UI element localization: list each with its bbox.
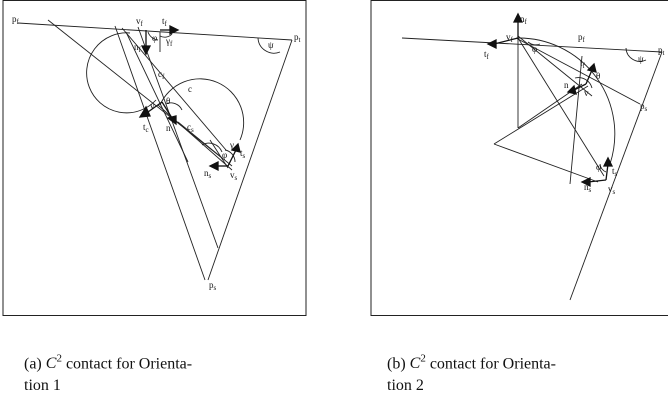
- label-v1: v: [584, 88, 589, 98]
- label-gamma-s: γs: [229, 140, 237, 152]
- label-pf: pf: [578, 32, 586, 44]
- label-gamma-f: γf: [165, 36, 173, 48]
- line-pf-pt: [401, 37, 663, 53]
- label-n1: n: [564, 80, 569, 90]
- caption-b-symbol: C2: [409, 353, 426, 373]
- label-ts: ts: [612, 166, 618, 178]
- caption-a-text: contact for Orienta-: [61, 355, 193, 373]
- line-pt-ps: [569, 51, 663, 301]
- label-cf: cf: [158, 69, 165, 81]
- label-vs: vs: [230, 170, 238, 182]
- label-vf: vf: [136, 16, 144, 28]
- label-theta: θ: [166, 96, 170, 106]
- caption-b: (b) C2 contact for Orienta- tion 2: [387, 348, 657, 397]
- line-pt-ps: [207, 39, 293, 281]
- label-nf: nf: [520, 14, 528, 26]
- label-tc: tc: [143, 122, 149, 134]
- circle-s: [159, 78, 245, 141]
- label-ns: ns: [584, 182, 592, 194]
- label-cs: cs: [187, 122, 194, 134]
- line-pf-pt: [17, 22, 293, 41]
- label-theta: θ: [596, 71, 600, 81]
- label-vf: vf: [506, 32, 514, 44]
- diagram-orientation-2: nf vf tf pf pt ps φ ψ θ tf n v φ ts ns v…: [370, 0, 668, 316]
- label-phi: φ: [532, 44, 537, 54]
- caption-a: (a) C2 contact for Orienta- tion 1: [24, 348, 294, 397]
- label-phi: φ: [152, 33, 157, 43]
- label-ns: ns: [204, 168, 212, 180]
- label-c: c: [188, 84, 192, 94]
- label-v-center: v: [150, 101, 155, 111]
- circle-f: [86, 32, 157, 114]
- caption-b-prefix: (b): [387, 355, 410, 373]
- caption-b-text: contact for Orienta-: [425, 355, 556, 373]
- label-n: n: [166, 123, 171, 133]
- label-tf: tf: [484, 49, 490, 61]
- label-phi2: φ: [222, 150, 227, 160]
- label-tf: tf: [162, 16, 168, 28]
- panel-b: nf vf tf pf pt ps φ ψ θ tf n v φ ts ns v…: [370, 0, 668, 318]
- caption-a-prefix: (a): [24, 355, 46, 373]
- label-pf: pf: [12, 14, 20, 26]
- label-ts: ts: [240, 148, 246, 160]
- label-vs: vs: [608, 184, 616, 196]
- line-vf-ps: [114, 25, 206, 281]
- label-t1: tf: [580, 58, 586, 70]
- label-pt: pt: [294, 32, 301, 44]
- diagram-orientation-1: pf pt ps vf tf nf φ γf ψ cf c v θ tc n c…: [2, 0, 307, 316]
- label-phi-s: φ: [596, 162, 601, 172]
- label-ps: ps: [209, 280, 217, 292]
- label-pt: pt: [658, 45, 665, 57]
- panel-a: pf pt ps vf tf nf φ γf ψ cf c v θ tc n c…: [0, 0, 310, 318]
- caption-a-symbol: C2: [45, 353, 62, 373]
- caption-b-line2: tion 2: [387, 377, 424, 395]
- label-psi: ψ: [268, 40, 274, 50]
- caption-a-line2: tion 1: [24, 377, 61, 395]
- label-nf: nf: [134, 42, 142, 54]
- label-psi: ψ: [638, 54, 644, 64]
- line-pf-vs: [47, 19, 223, 159]
- label-ps: ps: [640, 101, 648, 113]
